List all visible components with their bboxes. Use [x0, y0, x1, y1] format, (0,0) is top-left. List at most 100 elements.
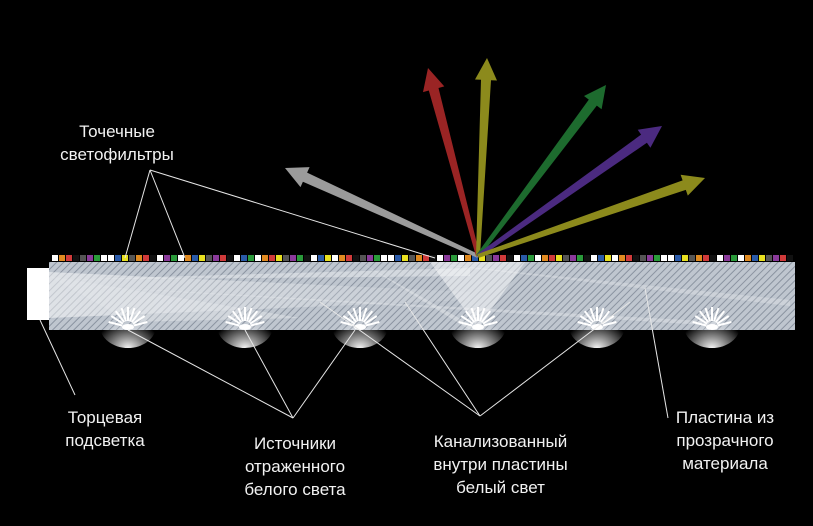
filter-cell [409, 255, 415, 261]
filter-cell [458, 255, 464, 261]
filter-cell [668, 255, 674, 261]
channeled-light-fan [430, 262, 525, 328]
filter-cell [395, 255, 401, 261]
filter-cell [150, 255, 156, 261]
filter-cell [675, 255, 681, 261]
filter-cell [451, 255, 457, 261]
filter-cell [360, 255, 366, 261]
red-ray [423, 68, 480, 257]
edge-backlight-source [27, 268, 49, 320]
filter-cell [535, 255, 541, 261]
filter-cell [157, 255, 163, 261]
output-rays [285, 58, 705, 258]
filter-cell [549, 255, 555, 261]
filter-cell [94, 255, 100, 261]
filter-cell [423, 255, 429, 261]
filter-cell [507, 255, 513, 261]
filter-cell [241, 255, 247, 261]
filter-cell [682, 255, 688, 261]
filter-cell [430, 255, 436, 261]
filter-cell [528, 255, 534, 261]
filter-cell [80, 255, 86, 261]
green-ray [476, 85, 606, 258]
filter-cell [437, 255, 443, 261]
filter-cell [472, 255, 478, 261]
filter-cell [584, 255, 590, 261]
filter-cell [612, 255, 618, 261]
filter-cell [255, 255, 261, 261]
filter-cell [416, 255, 422, 261]
filter-cell [87, 255, 93, 261]
filter-cell [654, 255, 660, 261]
filter-cell [738, 255, 744, 261]
filter-cell [269, 255, 275, 261]
filter-cell [493, 255, 499, 261]
label-edge-backlight: Торцевая подсветка [65, 408, 145, 450]
filter-cell [227, 255, 233, 261]
filter-cell [773, 255, 779, 261]
filter-cell [556, 255, 562, 261]
filter-cell [374, 255, 380, 261]
filter-cell [220, 255, 226, 261]
sunburst [569, 304, 625, 348]
filter-cell [185, 255, 191, 261]
filter-cell [325, 255, 331, 261]
filter-cell [640, 255, 646, 261]
filter-cell [689, 255, 695, 261]
filter-cell [199, 255, 205, 261]
filter-cell [759, 255, 765, 261]
olive-ray-2 [477, 174, 705, 258]
filter-cell [787, 255, 793, 261]
filter-cell [73, 255, 79, 261]
filter-cell [115, 255, 121, 261]
filter-cell [171, 255, 177, 261]
filter-cell [353, 255, 359, 261]
filter-cell [710, 255, 716, 261]
filter-cell [66, 255, 72, 261]
filter-cell [591, 255, 597, 261]
filter-cell [626, 255, 632, 261]
filter-cell [381, 255, 387, 261]
filter-cell [213, 255, 219, 261]
filter-cell [388, 255, 394, 261]
filter-cell [521, 255, 527, 261]
filter-cell [479, 255, 485, 261]
filter-cell [542, 255, 548, 261]
filter-cell [444, 255, 450, 261]
filter-cell [703, 255, 709, 261]
filter-cell [598, 255, 604, 261]
filter-cell [780, 255, 786, 261]
filter-cell [724, 255, 730, 261]
sunburst [684, 304, 740, 348]
filter-cell [290, 255, 296, 261]
filter-cell [248, 255, 254, 261]
filter-cell [101, 255, 107, 261]
filter-cell [192, 255, 198, 261]
filter-cell [304, 255, 310, 261]
label-transparent-plate: Пластина из прозрачного материала [675, 408, 775, 473]
label-reflected-sources: Источники отраженного белого света [244, 434, 346, 499]
sunburst [332, 304, 388, 348]
filter-cell [136, 255, 142, 261]
filter-cell [486, 255, 492, 261]
channeled-light-beams [49, 262, 790, 330]
filter-cell [465, 255, 471, 261]
sunburst [450, 304, 506, 348]
filter-cell [661, 255, 667, 261]
filter-cell [234, 255, 240, 261]
filter-cell [731, 255, 737, 261]
filter-strip [52, 255, 793, 261]
filter-cell [619, 255, 625, 261]
filter-cell [346, 255, 352, 261]
sunburst [100, 304, 156, 348]
filter-cell [633, 255, 639, 261]
filter-cell [332, 255, 338, 261]
filter-cell [276, 255, 282, 261]
filter-cell [339, 255, 345, 261]
filter-cell [262, 255, 268, 261]
filter-cell [696, 255, 702, 261]
filter-cell [766, 255, 772, 261]
olive-ray [475, 58, 497, 257]
label-point-filters: Точечные светофильтры [60, 122, 174, 164]
filter-cell [647, 255, 653, 261]
